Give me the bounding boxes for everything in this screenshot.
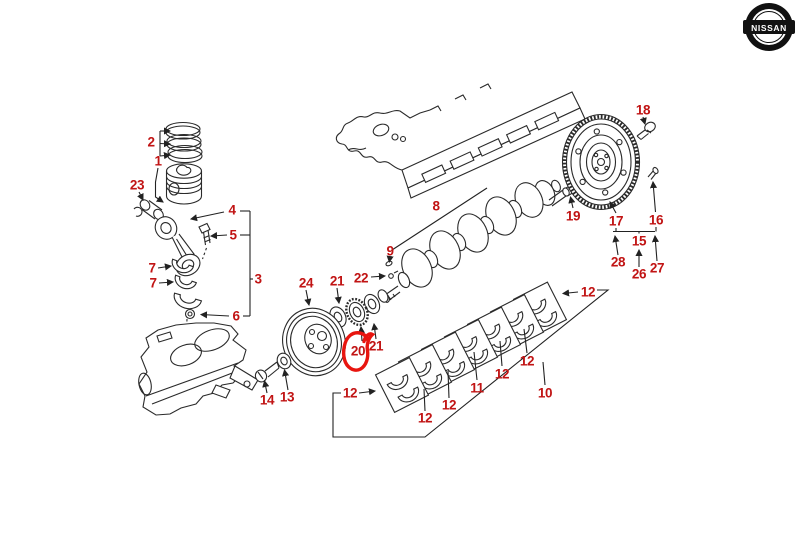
connecting-rod	[154, 216, 211, 345]
part-label-18[interactable]: 18	[635, 102, 651, 118]
piston	[165, 163, 203, 205]
part-label-2[interactable]: 2	[147, 134, 155, 150]
part-label-28[interactable]: 28	[610, 254, 626, 270]
crank-pulley	[254, 307, 346, 383]
part-label-7[interactable]: 7	[149, 275, 157, 291]
part-label-16[interactable]: 16	[648, 212, 664, 228]
highlight-circle-20	[341, 331, 376, 372]
part-label-13[interactable]: 13	[279, 389, 295, 405]
part-label-7[interactable]: 7	[148, 260, 156, 276]
crank-sprocket-group	[329, 289, 389, 328]
part-label-20[interactable]: 20	[350, 343, 366, 359]
part-label-14[interactable]: 14	[259, 392, 275, 408]
part-label-4[interactable]: 4	[228, 202, 236, 218]
logo-text: NISSAN	[751, 23, 787, 33]
part-label-8[interactable]: 8	[432, 198, 440, 214]
part-label-12[interactable]: 12	[519, 353, 535, 369]
cylinder-block	[335, 83, 586, 199]
flywheel	[561, 113, 641, 211]
flywheel-bolt	[636, 121, 656, 140]
part-label-11[interactable]: 11	[470, 380, 484, 396]
part-label-12[interactable]: 12	[494, 366, 510, 382]
crankshaft	[382, 179, 561, 303]
part-label-3[interactable]: 3	[254, 271, 262, 287]
part-label-21[interactable]: 21	[368, 338, 384, 354]
part-label-12[interactable]: 12	[417, 410, 433, 426]
part-label-15[interactable]: 15	[631, 233, 647, 249]
part-label-22[interactable]: 22	[353, 270, 369, 286]
part-label-9[interactable]: 9	[386, 243, 394, 259]
logo-bar	[743, 20, 795, 34]
part-label-26[interactable]: 26	[631, 266, 647, 282]
part-label-1[interactable]: 1	[154, 153, 162, 169]
part-label-21[interactable]: 21	[329, 273, 345, 289]
dowel-pin	[647, 166, 659, 180]
part-label-6[interactable]: 6	[232, 308, 240, 324]
engine-block	[138, 322, 259, 416]
leader-lines	[137, 116, 660, 412]
part-label-19[interactable]: 19	[565, 208, 581, 224]
part-label-17[interactable]: 17	[608, 213, 624, 229]
part-label-12[interactable]: 12	[441, 397, 457, 413]
main-bearings	[332, 281, 610, 438]
nissan-logo: NISSAN	[743, 3, 795, 51]
part-label-10[interactable]: 10	[537, 385, 553, 401]
part-label-12[interactable]: 12	[580, 284, 596, 300]
part-label-5[interactable]: 5	[229, 227, 237, 243]
part-label-27[interactable]: 27	[649, 260, 665, 276]
part-label-12[interactable]: 12	[342, 385, 358, 401]
part-label-23[interactable]: 23	[129, 177, 145, 193]
part-label-24[interactable]: 24	[298, 275, 314, 291]
